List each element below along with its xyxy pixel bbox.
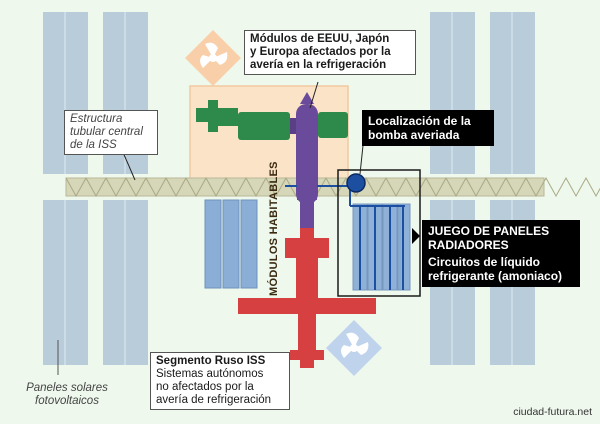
label-habitable-modules: MÓDULOS HABITABLES <box>268 161 280 296</box>
russian-segment <box>238 228 376 368</box>
label-central-truss: Estructura tubular central de la ISS <box>64 110 158 155</box>
credit-text: ciudad-futura.net <box>513 406 592 418</box>
us-jp-eu-modules <box>196 92 348 230</box>
failed-pump-marker <box>346 173 366 193</box>
label-solar-panels: Paneles solares fotovoltaicos <box>26 382 108 407</box>
label-russian-segment: Segmento Ruso ISS Sistemas autónomos no … <box>150 352 290 410</box>
fan-icon-affected <box>185 30 241 86</box>
radiators-left <box>204 199 258 289</box>
radiators-right <box>352 203 411 291</box>
radiator-highlight-box <box>337 169 421 297</box>
label-pump-location: Localización de la bomba averiada <box>362 110 494 146</box>
label-affected-modules: Módulos de EEUU, Japón y Europa afectado… <box>244 30 416 75</box>
label-radiator-panels: JUEGO DE PANELES RADIADORES Circuitos de… <box>422 220 580 287</box>
fan-icon-unaffected <box>326 320 382 376</box>
